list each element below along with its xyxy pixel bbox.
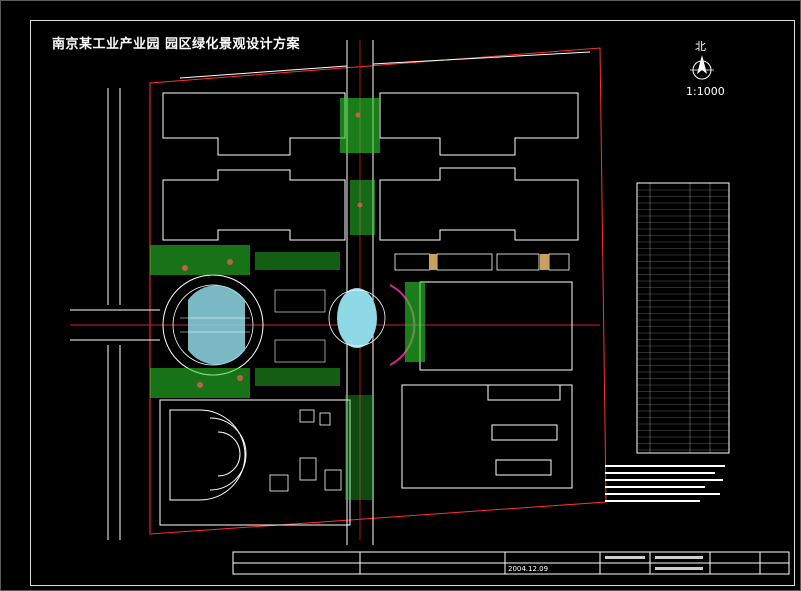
building-arc	[159, 399, 351, 526]
central-plaza	[162, 274, 416, 376]
title-block	[232, 551, 790, 575]
north-label: 北	[695, 40, 706, 53]
gate-accent	[540, 254, 549, 270]
building-right-middle	[419, 281, 573, 371]
buildings-top-left	[162, 92, 346, 241]
notes-block	[605, 465, 725, 502]
buildings-top-right	[379, 92, 579, 241]
drawing-border	[30, 20, 795, 586]
drawing-date: 2004.12.09	[508, 565, 549, 573]
scale-label: 1:1000	[686, 85, 725, 98]
green-areas	[150, 98, 425, 500]
gate-accent	[429, 254, 437, 270]
drawing-title: 南京某工业产业园 园区绿化景观设计方案	[52, 37, 301, 52]
title-block-text-marks	[605, 556, 703, 570]
north-arrow-icon	[690, 55, 714, 80]
small-structures	[269, 409, 342, 492]
roads	[70, 40, 591, 545]
buildings-bottom-right	[401, 384, 573, 489]
legend-table	[636, 182, 730, 454]
flower-beds	[182, 112, 363, 388]
